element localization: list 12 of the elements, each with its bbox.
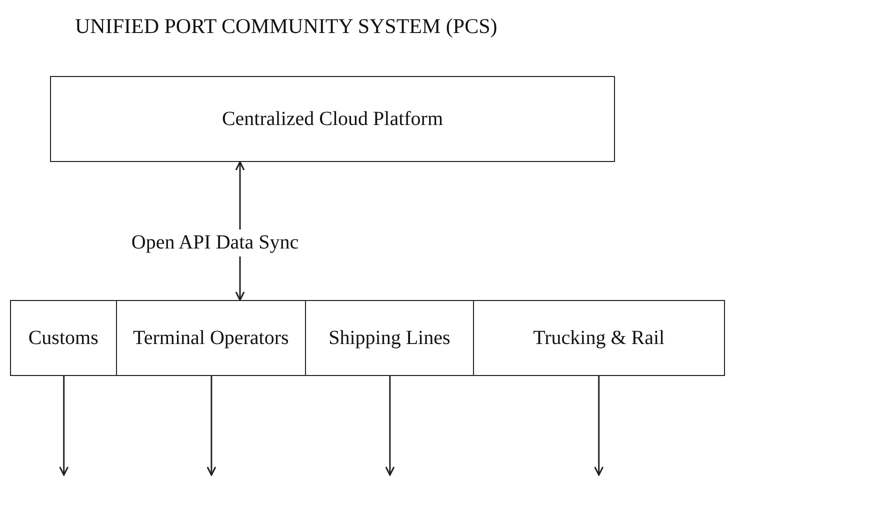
stakeholder-row-box	[10, 300, 725, 376]
node-label: Terminal Operators	[133, 326, 289, 350]
node-label: Customs	[28, 326, 98, 350]
arrow	[59, 375, 69, 476]
node-label: Centralized Cloud Platform	[222, 108, 444, 130]
node-label: Trucking & Rail	[533, 326, 665, 350]
platform-box	[50, 76, 615, 162]
arrow	[206, 375, 216, 476]
arrow	[385, 375, 395, 476]
arrow	[594, 375, 604, 476]
diagram-title: UNIFIED PORT COMMUNITY SYSTEM (PCS)	[75, 14, 498, 39]
node-label: Shipping Lines	[328, 326, 450, 350]
